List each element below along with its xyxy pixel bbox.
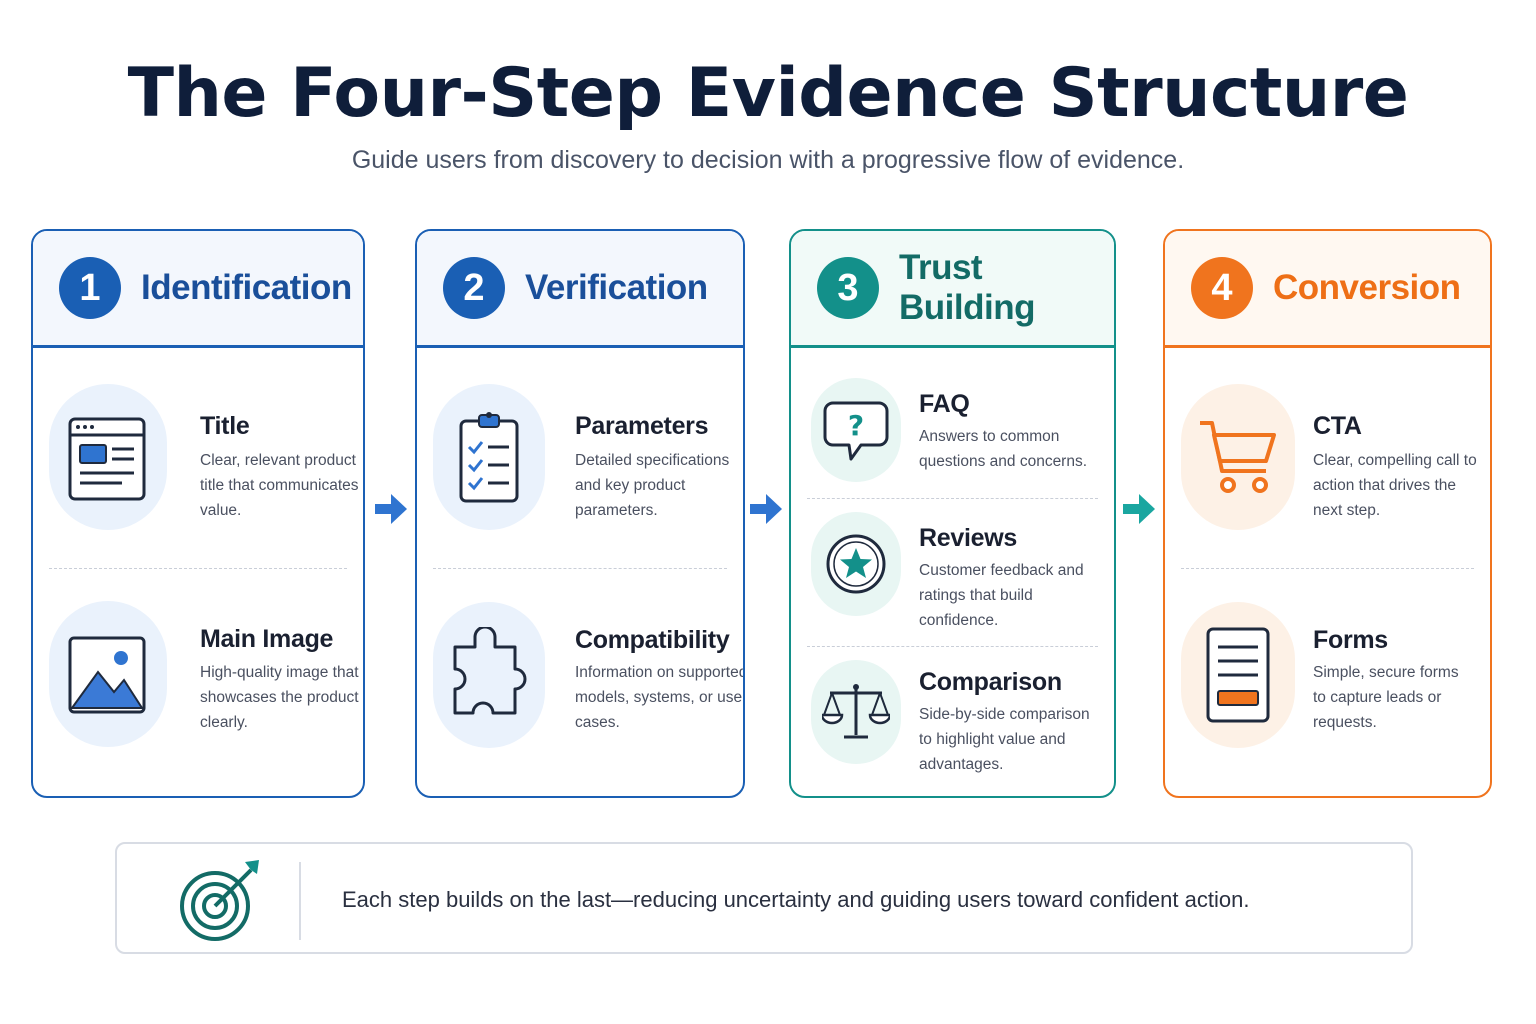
step-card-identification: 1 Identification Title <box>31 229 365 798</box>
item-description: Customer feedback and ratings that build… <box>919 562 1084 629</box>
step-card-conversion: 4 Conversion CTA Clear, compelling call … <box>1163 229 1492 798</box>
step-header: 3 Trust Building <box>791 231 1114 348</box>
step-title: Verification <box>525 268 708 307</box>
item-description: Side-by-side comparison to highlight val… <box>919 706 1090 773</box>
step-card-trust-building: 3 Trust Building ? FAQ Answers to common… <box>789 229 1116 798</box>
page-subtitle: Guide users from discovery to decision w… <box>351 146 1185 174</box>
step-number-badge: 1 <box>59 257 121 319</box>
item-heading: Forms <box>1313 626 1388 654</box>
summary-text: Each step builds on the last—reducing un… <box>342 887 1250 912</box>
item-description: Answers to common questions and concerns… <box>919 428 1088 470</box>
star-badge-icon <box>811 512 901 616</box>
item-description: Simple, secure forms to capture leads or… <box>1313 664 1459 731</box>
item-heading: CTA <box>1313 412 1362 440</box>
arrow-right-icon <box>750 494 782 524</box>
clipboard-checklist-icon <box>433 384 545 530</box>
target-icon <box>180 860 259 941</box>
divider <box>807 646 1098 647</box>
item-heading: Main Image <box>200 625 334 653</box>
divider <box>49 568 347 569</box>
step-number-badge: 3 <box>817 257 879 319</box>
arrow-right-icon <box>375 494 407 524</box>
divider <box>1181 568 1474 569</box>
summary-banner: Each step builds on the last—reducing un… <box>115 842 1413 954</box>
step-header: 4 Conversion <box>1165 231 1490 348</box>
item-description: High-quality image that showcases the pr… <box>200 664 359 731</box>
step-header: 1 Identification <box>33 231 363 348</box>
step-number-badge: 4 <box>1191 257 1253 319</box>
puzzle-piece-icon <box>433 602 545 748</box>
item-description: Clear, relevant product title that commu… <box>200 452 359 519</box>
item-heading: Comparison <box>919 668 1062 696</box>
balance-scale-icon <box>811 660 901 764</box>
item-heading: Parameters <box>575 412 709 440</box>
page-title: The Four-Step Evidence Structure <box>127 54 1409 133</box>
image-icon <box>49 601 167 747</box>
item-heading: Title <box>200 412 250 440</box>
step-header: 2 Verification <box>417 231 743 348</box>
svg-text:?: ? <box>848 409 864 442</box>
form-document-icon <box>1181 602 1295 748</box>
step-number-badge: 2 <box>443 257 505 319</box>
browser-window-icon <box>49 384 167 530</box>
step-title: Trust Building <box>899 248 1035 327</box>
item-description: Clear, compelling call to action that dr… <box>1313 452 1477 519</box>
shopping-cart-icon <box>1181 384 1295 530</box>
divider <box>433 568 727 569</box>
item-heading: FAQ <box>919 390 970 418</box>
step-card-verification: 2 Verification <box>415 229 745 798</box>
step-title: Conversion <box>1273 268 1461 307</box>
step-title: Identification <box>141 268 352 307</box>
item-heading: Compatibility <box>575 626 730 654</box>
divider <box>807 498 1098 499</box>
summary-separator <box>299 862 301 940</box>
item-description: Detailed specifications and key product … <box>575 452 730 519</box>
item-heading: Reviews <box>919 524 1017 552</box>
question-bubble-icon: ? <box>811 378 901 482</box>
arrow-right-icon <box>1123 494 1155 524</box>
item-description: Information on supported models, systems… <box>575 664 745 731</box>
